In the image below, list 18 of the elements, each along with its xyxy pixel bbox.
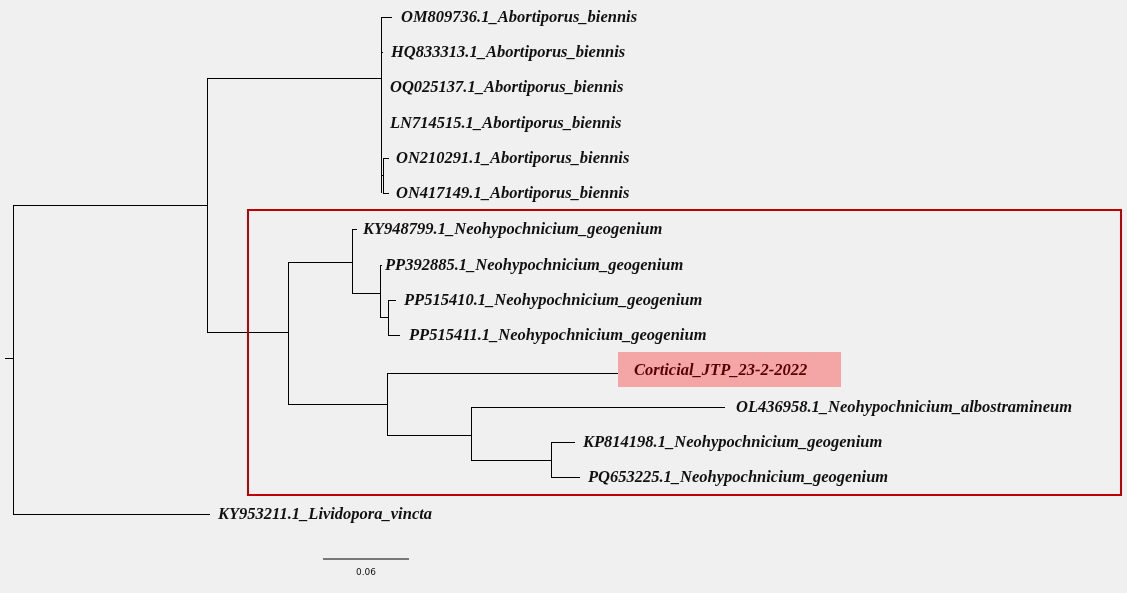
clade-highlight-frame [247, 209, 1122, 496]
taxon-label: OM809736.1_Abortiporus_biennis [401, 7, 638, 27]
taxon-label: KY953211.1_Lividopora_vincta [218, 504, 433, 524]
taxon-label: LN714515.1_Abortiporus_biennis [390, 113, 622, 133]
scale-bar-value: 0.06 [356, 566, 376, 578]
taxon-label: HQ833313.1_Abortiporus_biennis [391, 42, 626, 62]
sample-label: Corticial_JTP_23-2-2022 [634, 359, 808, 380]
taxon-label: KP814198.1_Neohypochnicium_geogenium [583, 432, 883, 452]
taxon-label: OL436958.1_Neohypochnicium_albostramineum [736, 397, 1072, 417]
taxon-label: PP392885.1_Neohypochnicium_geogenium [385, 255, 684, 275]
taxon-label: KY948799.1_Neohypochnicium_geogenium [363, 219, 663, 239]
taxon-label: OQ025137.1_Abortiporus_biennis [390, 77, 624, 97]
taxon-label: PQ653225.1_Neohypochnicium_geogenium [588, 467, 889, 487]
taxon-label: PP515410.1_Neohypochnicium_geogenium [404, 290, 703, 310]
taxon-label: ON417149.1_Abortiporus_biennis [396, 183, 630, 203]
taxon-label: PP515411.1_Neohypochnicium_geogenium [409, 325, 707, 345]
highlighted-sample-box [618, 352, 841, 387]
taxon-label: ON210291.1_Abortiporus_biennis [396, 148, 630, 168]
